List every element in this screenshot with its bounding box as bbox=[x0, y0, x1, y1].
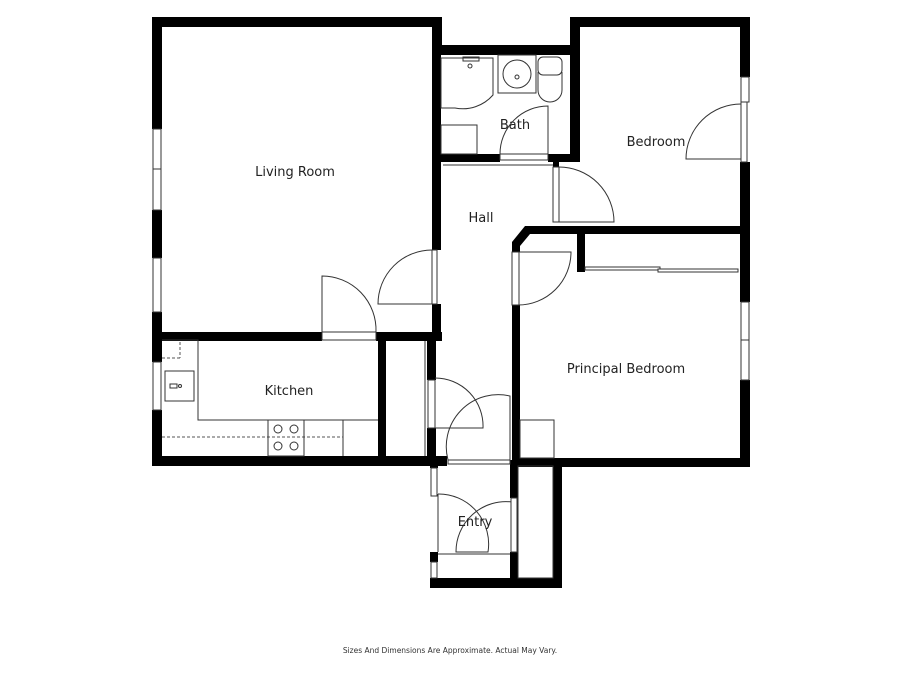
kitchen-fixtures bbox=[162, 339, 426, 457]
label-entry: Entry bbox=[458, 515, 493, 530]
misc-fixtures bbox=[443, 164, 555, 579]
label-living-room: Living Room bbox=[255, 165, 335, 180]
label-principal-bedroom: Principal Bedroom bbox=[567, 362, 685, 377]
windows bbox=[152, 76, 750, 579]
label-bedroom: Bedroom bbox=[627, 135, 686, 150]
walls bbox=[152, 17, 750, 588]
bath-fixtures bbox=[440, 54, 563, 155]
label-hall: Hall bbox=[469, 211, 494, 226]
label-bath: Bath bbox=[500, 118, 530, 133]
disclaimer-footnote: Sizes And Dimensions Are Approximate. Ac… bbox=[342, 646, 558, 655]
label-kitchen: Kitchen bbox=[265, 384, 314, 399]
doors bbox=[321, 101, 748, 555]
